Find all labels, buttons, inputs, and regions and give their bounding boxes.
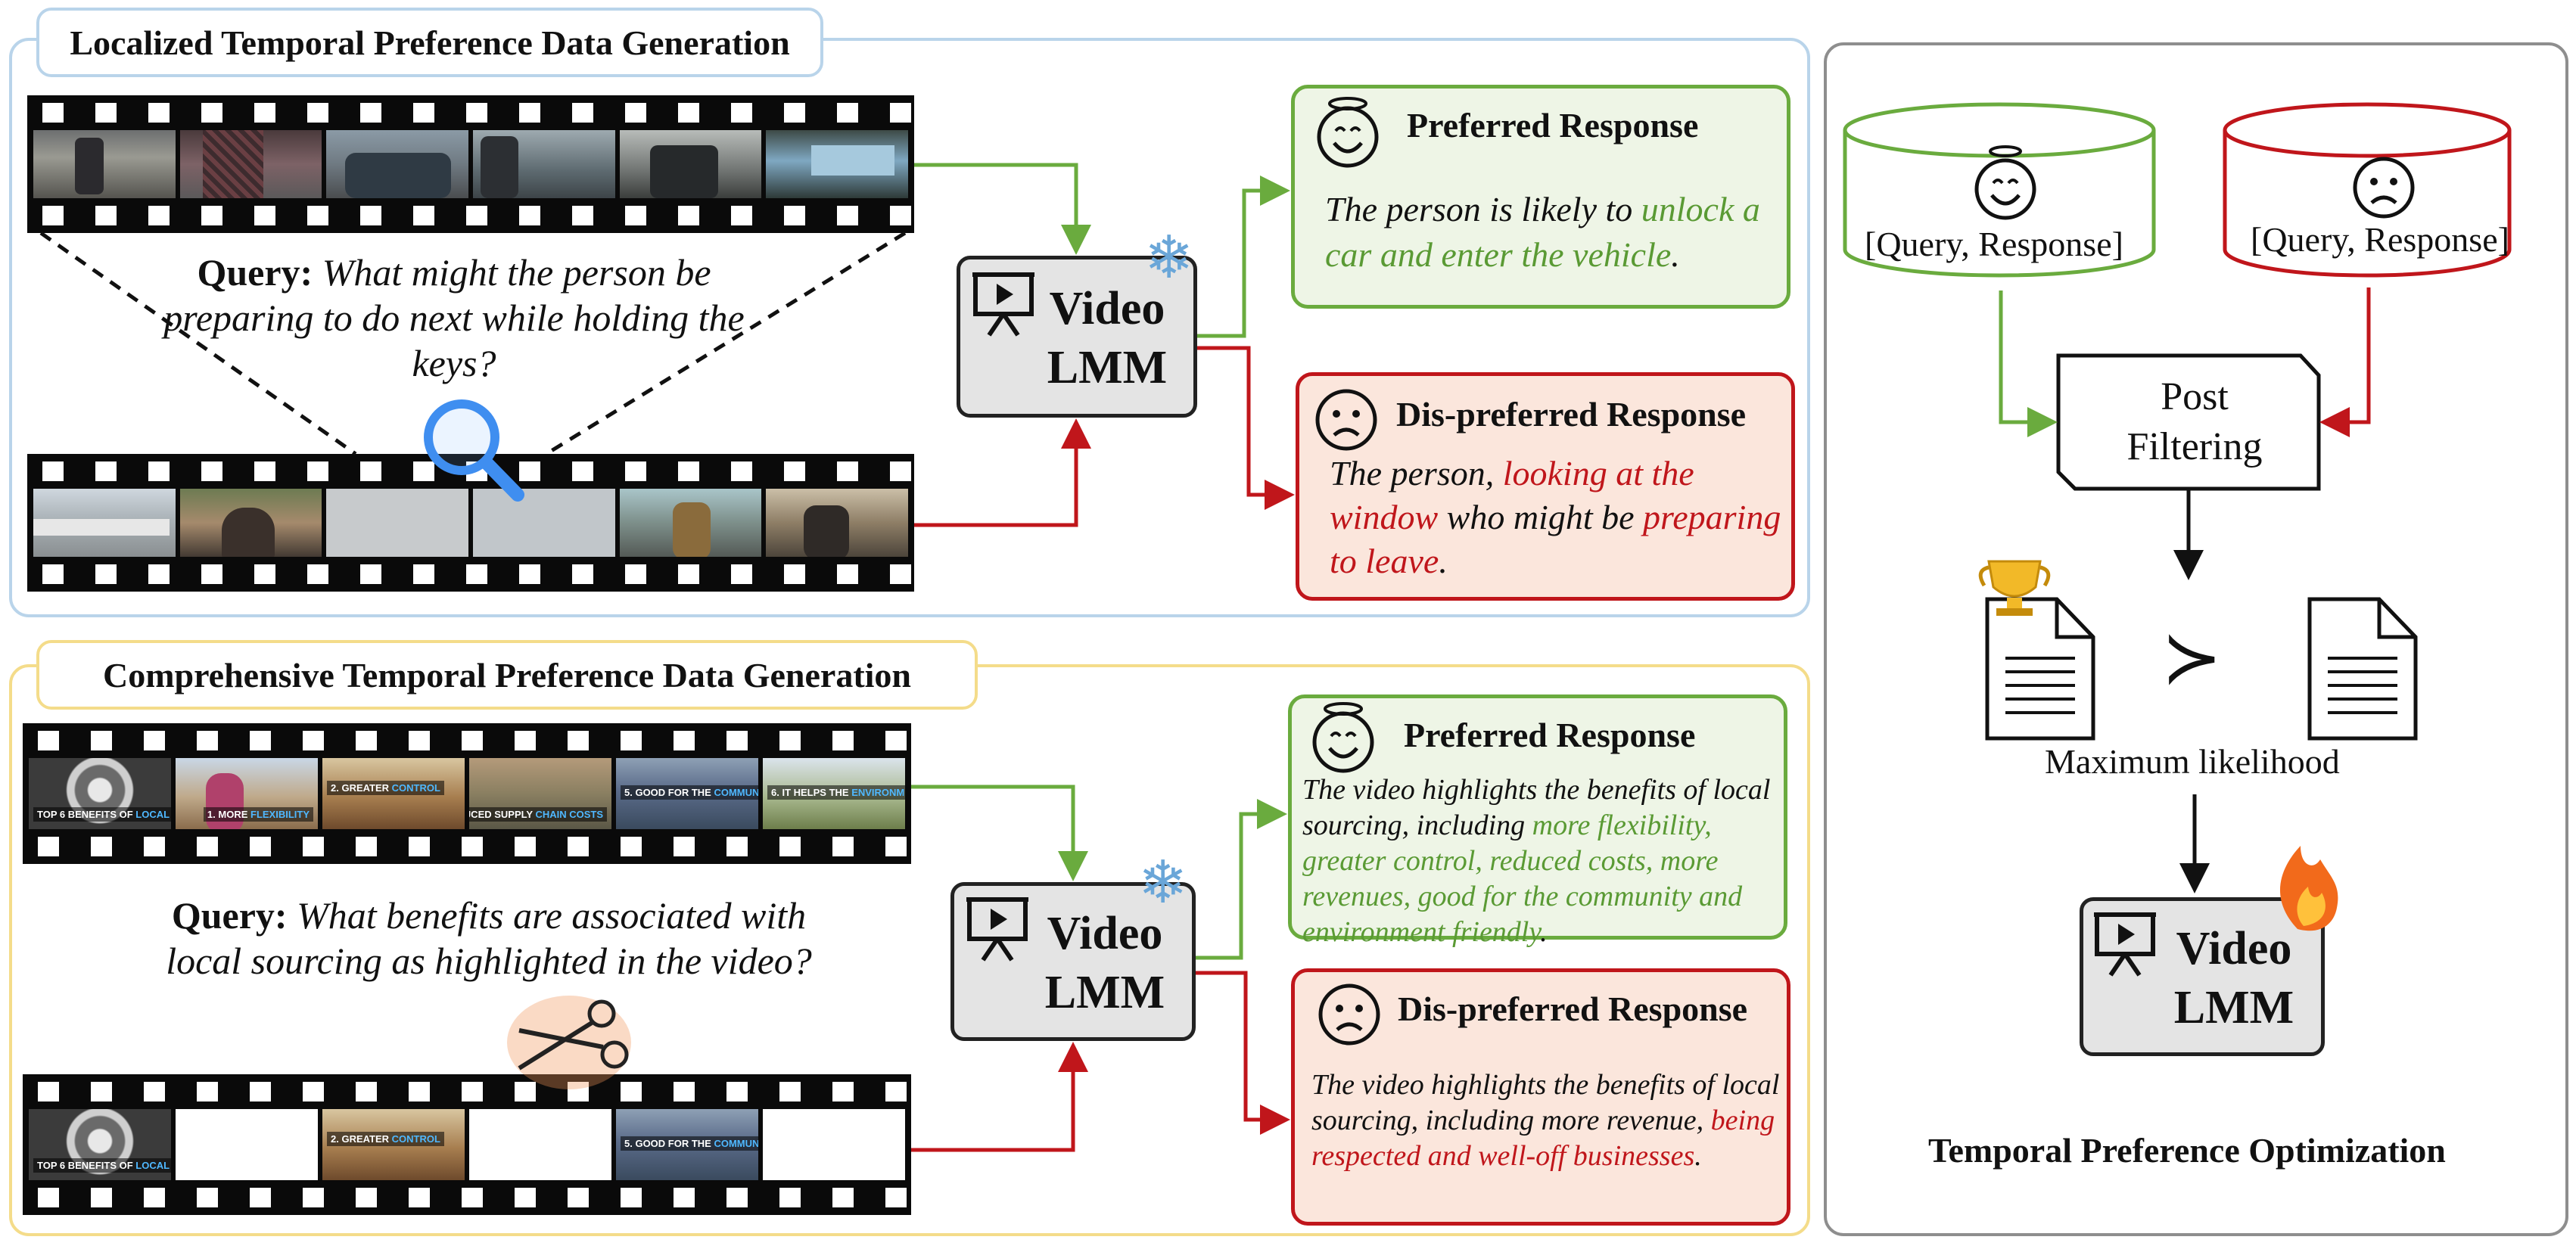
video-lmm-trained: Video LMM (2080, 897, 2325, 1056)
video-frame (766, 489, 909, 557)
preferred-response-top: Preferred Response The person is likely … (1291, 85, 1790, 309)
video-caption: 5. GOOD FOR THE COMMUNITY (621, 1136, 758, 1151)
localized-panel-title: Localized Temporal Preference Data Gener… (36, 8, 823, 77)
preference-relation-symbol: ≻ (2161, 617, 2223, 698)
video-frame: 1. MORE FLEXIBILITY (176, 758, 318, 829)
video-lmm-label: Video LMM (1044, 908, 1165, 1018)
video-frame (473, 130, 615, 198)
query-text: What benefits are associated with local … (166, 894, 812, 982)
dispreferred-response-bottom: Dis-preferred Response The video highlig… (1291, 968, 1790, 1226)
video-frame (326, 130, 469, 198)
video-frame (179, 489, 322, 557)
maximum-likelihood-label: Maximum likelihood (2045, 742, 2340, 781)
video-lmm-label: Video LMM (2173, 923, 2294, 1033)
video-frame: TOP 6 BENEFITS OF LOCAL SOURCING (29, 758, 171, 829)
snowflake-icon: ❄ (1144, 225, 1194, 291)
video-caption: 3. REDUCED SUPPLY CHAIN COSTS (469, 807, 607, 822)
preferred-database-label: [Query, Response] (1865, 225, 2123, 263)
video-frame: 5. GOOD FOR THE COMMUNITY (616, 758, 758, 829)
video-lmm-bottom: Video LMM (950, 882, 1196, 1041)
video-frame-removed (176, 1109, 318, 1180)
query-label: Query: (197, 251, 313, 294)
video-lmm-top: Video LMM (957, 256, 1197, 418)
worried-face-icon (1318, 983, 1380, 1046)
video-frame (766, 130, 909, 198)
video-caption: 2. GREATER CONTROL (327, 1132, 444, 1146)
video-frame (179, 130, 322, 198)
query-comprehensive: Query: What benefits are associated with… (148, 893, 829, 983)
worried-face-icon (1315, 389, 1377, 451)
dispreferred-database-label: [Query, Response] (2251, 220, 2509, 259)
video-caption: TOP 6 BENEFITS OF LOCAL SOURCING (33, 1158, 171, 1173)
video-frame (33, 489, 176, 557)
dispreferred-heading: Dis-preferred Response (1396, 395, 1747, 433)
dispreferred-heading: Dis-preferred Response (1398, 990, 1748, 1028)
video-frame-removed (469, 1109, 611, 1180)
preferred-text: The video highlights the benefits of loc… (1302, 774, 1771, 948)
video-caption: 6. IT HELPS THE ENVIRONMENT (767, 785, 905, 800)
video-frame: 3. REDUCED SUPPLY CHAIN COSTS (469, 758, 611, 829)
video-strip-full-bottom: TOP 6 BENEFITS OF LOCAL SOURCING 1. MORE… (23, 723, 911, 864)
post-filter-label: Post Filtering (2126, 375, 2263, 468)
preferred-heading: Preferred Response (1404, 716, 1696, 754)
video-frame-removed (763, 1109, 905, 1180)
query-localized: Query: What might the person be preparin… (136, 250, 772, 386)
comprehensive-panel-title: Comprehensive Temporal Preference Data G… (36, 640, 978, 710)
video-caption: 2. GREATER CONTROL (327, 781, 444, 795)
presentation-icon (2094, 912, 2156, 977)
query-label: Query: (171, 894, 288, 937)
video-frame: 2. GREATER CONTROL (322, 758, 465, 829)
preferred-heading: Preferred Response (1407, 106, 1699, 144)
dispreferred-text: The person, looking at the window who mi… (1330, 454, 1781, 580)
video-strip-full-top (27, 95, 914, 233)
video-caption: TOP 6 BENEFITS OF LOCAL SOURCING (33, 807, 171, 822)
video-strip-localized (27, 454, 914, 592)
video-frame (619, 130, 762, 198)
dispreferred-response-top: Dis-preferred Response The person, looki… (1296, 372, 1795, 601)
dispreferred-text: The video highlights the benefits of loc… (1311, 1069, 1780, 1172)
video-caption: 5. GOOD FOR THE COMMUNITY (621, 785, 758, 800)
video-frame (619, 489, 762, 557)
video-lmm-label: Video LMM (1047, 283, 1168, 393)
optimization-panel-title: Temporal Preference Optimization (1928, 1131, 2446, 1170)
video-frame (326, 489, 469, 557)
video-frame: 5. GOOD FOR THE COMMUNITY (616, 1109, 758, 1180)
video-caption: 1. MORE FLEXIBILITY (203, 807, 313, 822)
video-strip-cut: TOP 6 BENEFITS OF LOCAL SOURCING 2. GREA… (23, 1074, 911, 1215)
preferred-text: The person is likely to unlock a car and… (1325, 190, 1760, 274)
snowflake-icon: ❄ (1138, 850, 1188, 915)
video-frame: 2. GREATER CONTROL (322, 1109, 465, 1180)
presentation-icon (966, 897, 1028, 962)
preferred-response-bottom: Preferred Response The video highlights … (1288, 694, 1787, 948)
video-frame: TOP 6 BENEFITS OF LOCAL SOURCING (29, 1109, 171, 1180)
smile-halo-icon (1312, 702, 1374, 773)
video-frame: 6. IT HELPS THE ENVIRONMENT (763, 758, 905, 829)
presentation-icon (972, 272, 1034, 337)
video-frame (33, 130, 176, 198)
smile-halo-icon (1317, 97, 1379, 168)
video-frame (473, 489, 615, 557)
